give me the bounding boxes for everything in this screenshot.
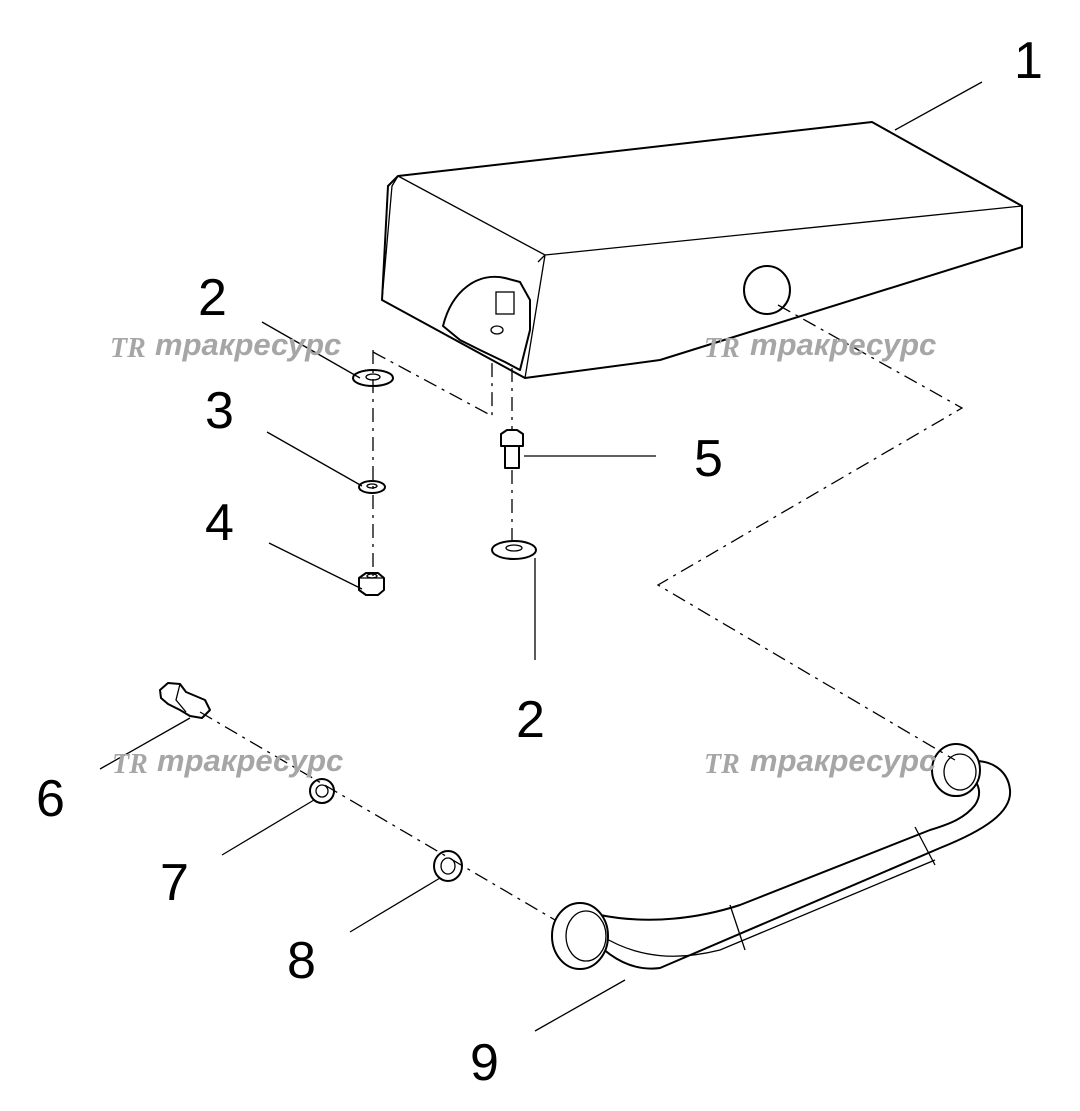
part-3-lock-washer bbox=[358, 480, 386, 494]
part-5-bolt bbox=[500, 429, 524, 469]
part-2-washer-lower bbox=[491, 540, 537, 560]
svg-text:TR: TR bbox=[110, 333, 146, 364]
svg-text:тракресурс: тракресурс bbox=[157, 743, 343, 778]
callout-8: 8 bbox=[287, 932, 316, 990]
watermark-3: TR тракресурс bbox=[112, 743, 343, 780]
part-1-housing bbox=[381, 121, 1023, 379]
leader-lines bbox=[99, 81, 983, 1032]
callout-2-lower: 2 bbox=[516, 691, 545, 749]
svg-text:тракресурс: тракресурс bbox=[750, 327, 936, 362]
watermark-4: TR тракресурс bbox=[704, 743, 936, 780]
callout-2-upper: 2 bbox=[198, 269, 227, 327]
part-7-seal-washer bbox=[309, 778, 335, 804]
callout-5: 5 bbox=[694, 430, 723, 488]
watermark-1: TR тракресурс bbox=[110, 327, 341, 364]
part-8-seal-washer bbox=[433, 850, 463, 882]
part-4-nut bbox=[358, 572, 385, 596]
svg-text:TR: TR bbox=[704, 333, 740, 364]
part-9-pipe bbox=[551, 743, 1012, 970]
callout-3: 3 bbox=[205, 382, 234, 440]
callout-6: 6 bbox=[36, 770, 65, 828]
callout-7: 7 bbox=[160, 854, 189, 912]
assembly-lines bbox=[199, 304, 964, 921]
callout-1: 1 bbox=[1014, 32, 1043, 90]
svg-text:TR: TR bbox=[112, 749, 148, 780]
svg-text:тракресурс: тракресурс bbox=[750, 743, 936, 778]
watermark-2: TR тракресурс bbox=[704, 327, 936, 364]
callout-4: 4 bbox=[205, 494, 234, 552]
part-2-washer-upper bbox=[352, 369, 394, 387]
callout-9: 9 bbox=[470, 1034, 499, 1092]
svg-text:тракресурс: тракресурс bbox=[155, 327, 341, 362]
svg-text:TR: TR bbox=[704, 749, 740, 780]
part-6-fitting bbox=[159, 682, 211, 719]
